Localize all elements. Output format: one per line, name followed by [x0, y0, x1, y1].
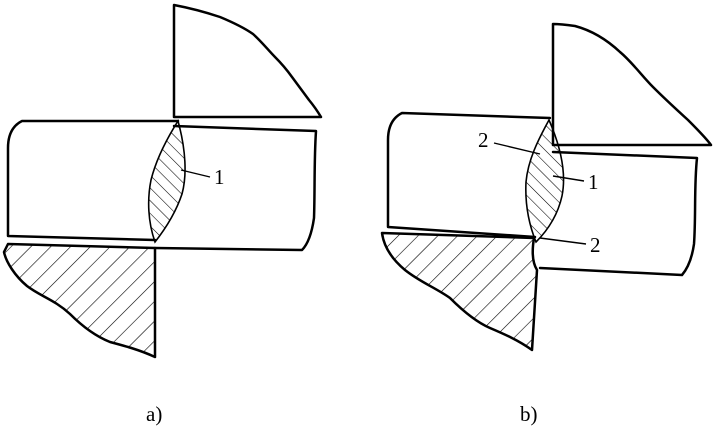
leader-2-top-b: [493, 142, 541, 155]
callout-1-a: 1: [214, 165, 225, 189]
lower-blade-a: [2, 242, 157, 359]
leader-1-b: [552, 175, 585, 182]
callout-1-b: 1: [588, 170, 599, 194]
workpiece-right-a: [153, 124, 318, 252]
workpiece-left-b: [386, 111, 552, 239]
caption-b: b): [520, 402, 538, 426]
leader-1-a: [180, 169, 211, 178]
upper-blade-b: [551, 22, 713, 147]
callout-2-top-b: 2: [478, 128, 489, 152]
caption-a: a): [146, 402, 162, 426]
workpiece-right-b: [538, 150, 699, 277]
callout-2-bottom-b: 2: [590, 233, 601, 257]
lower-blade-b: [380, 231, 539, 352]
shear-zone-a: [147, 119, 186, 244]
workpiece-left-a: [6, 119, 180, 242]
panel-a: 1 a): [2, 3, 323, 426]
leader-2-bottom-b: [539, 237, 587, 245]
upper-blade-a: [172, 3, 323, 119]
shear-zone-b: [525, 118, 565, 244]
panel-b: 2 1 2 b): [380, 22, 713, 426]
